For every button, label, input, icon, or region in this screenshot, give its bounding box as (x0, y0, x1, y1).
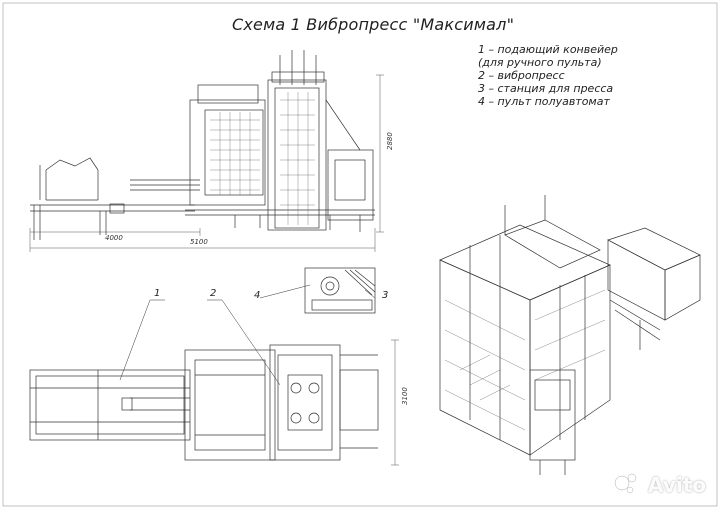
callout-4: 4 (254, 290, 261, 301)
legend-item: 4 – пульт полуавтомат (478, 95, 610, 108)
watermark-text: Avito (648, 473, 706, 497)
isometric-detail (444, 289, 606, 431)
control-panel-view (304, 267, 376, 314)
legend: 1 – подающий конвейер (для ручного пульт… (478, 43, 618, 108)
dimension-length-4000: 4000 (105, 234, 123, 242)
legend-item: (для ручного пульта) (478, 56, 602, 69)
isometric-view (439, 195, 701, 475)
callout-2: 2 (210, 288, 217, 299)
watermark: Avito (648, 473, 706, 497)
side-view-dimensions (29, 74, 384, 252)
callout-leaders (119, 284, 376, 386)
legend-item: 1 – подающий конвейер (478, 43, 618, 56)
dimension-width: 3100 (401, 387, 409, 405)
drawing-title: Схема 1 Вибропресс "Максимал" (232, 15, 515, 34)
plan-view-dimensions (391, 339, 399, 466)
callout-3: 3 (382, 290, 389, 301)
dimension-length-5100: 5100 (190, 238, 208, 246)
avito-logo-icon (614, 473, 637, 494)
side-view (30, 50, 375, 240)
dimension-height: 2880 (386, 132, 394, 150)
legend-item: 3 – станция для пресса (478, 82, 614, 95)
legend-item: 2 – вибропресс (478, 69, 565, 82)
callout-1: 1 (154, 288, 161, 299)
plan-view (29, 344, 379, 461)
